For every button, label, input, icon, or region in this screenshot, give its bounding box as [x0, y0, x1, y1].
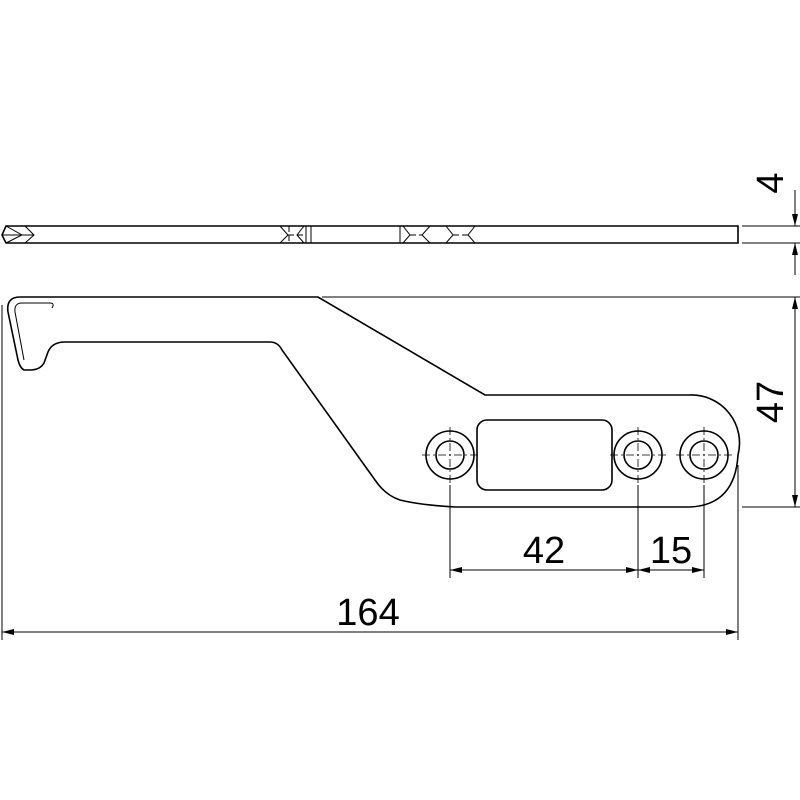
hole-spacing-dimension-42: 42: [523, 530, 565, 572]
thickness-dimension: 4: [750, 172, 792, 193]
mounting-holes: [422, 427, 732, 483]
height-dimension: 47: [750, 381, 792, 423]
edge-view: [1, 225, 800, 244]
slot-cutout: [476, 419, 613, 491]
dimension-lines: [1, 190, 800, 640]
overall-length-dimension: 164: [336, 592, 399, 634]
hole-spacing-dimension-15: 15: [650, 530, 692, 572]
profile-view: [6, 296, 741, 508]
